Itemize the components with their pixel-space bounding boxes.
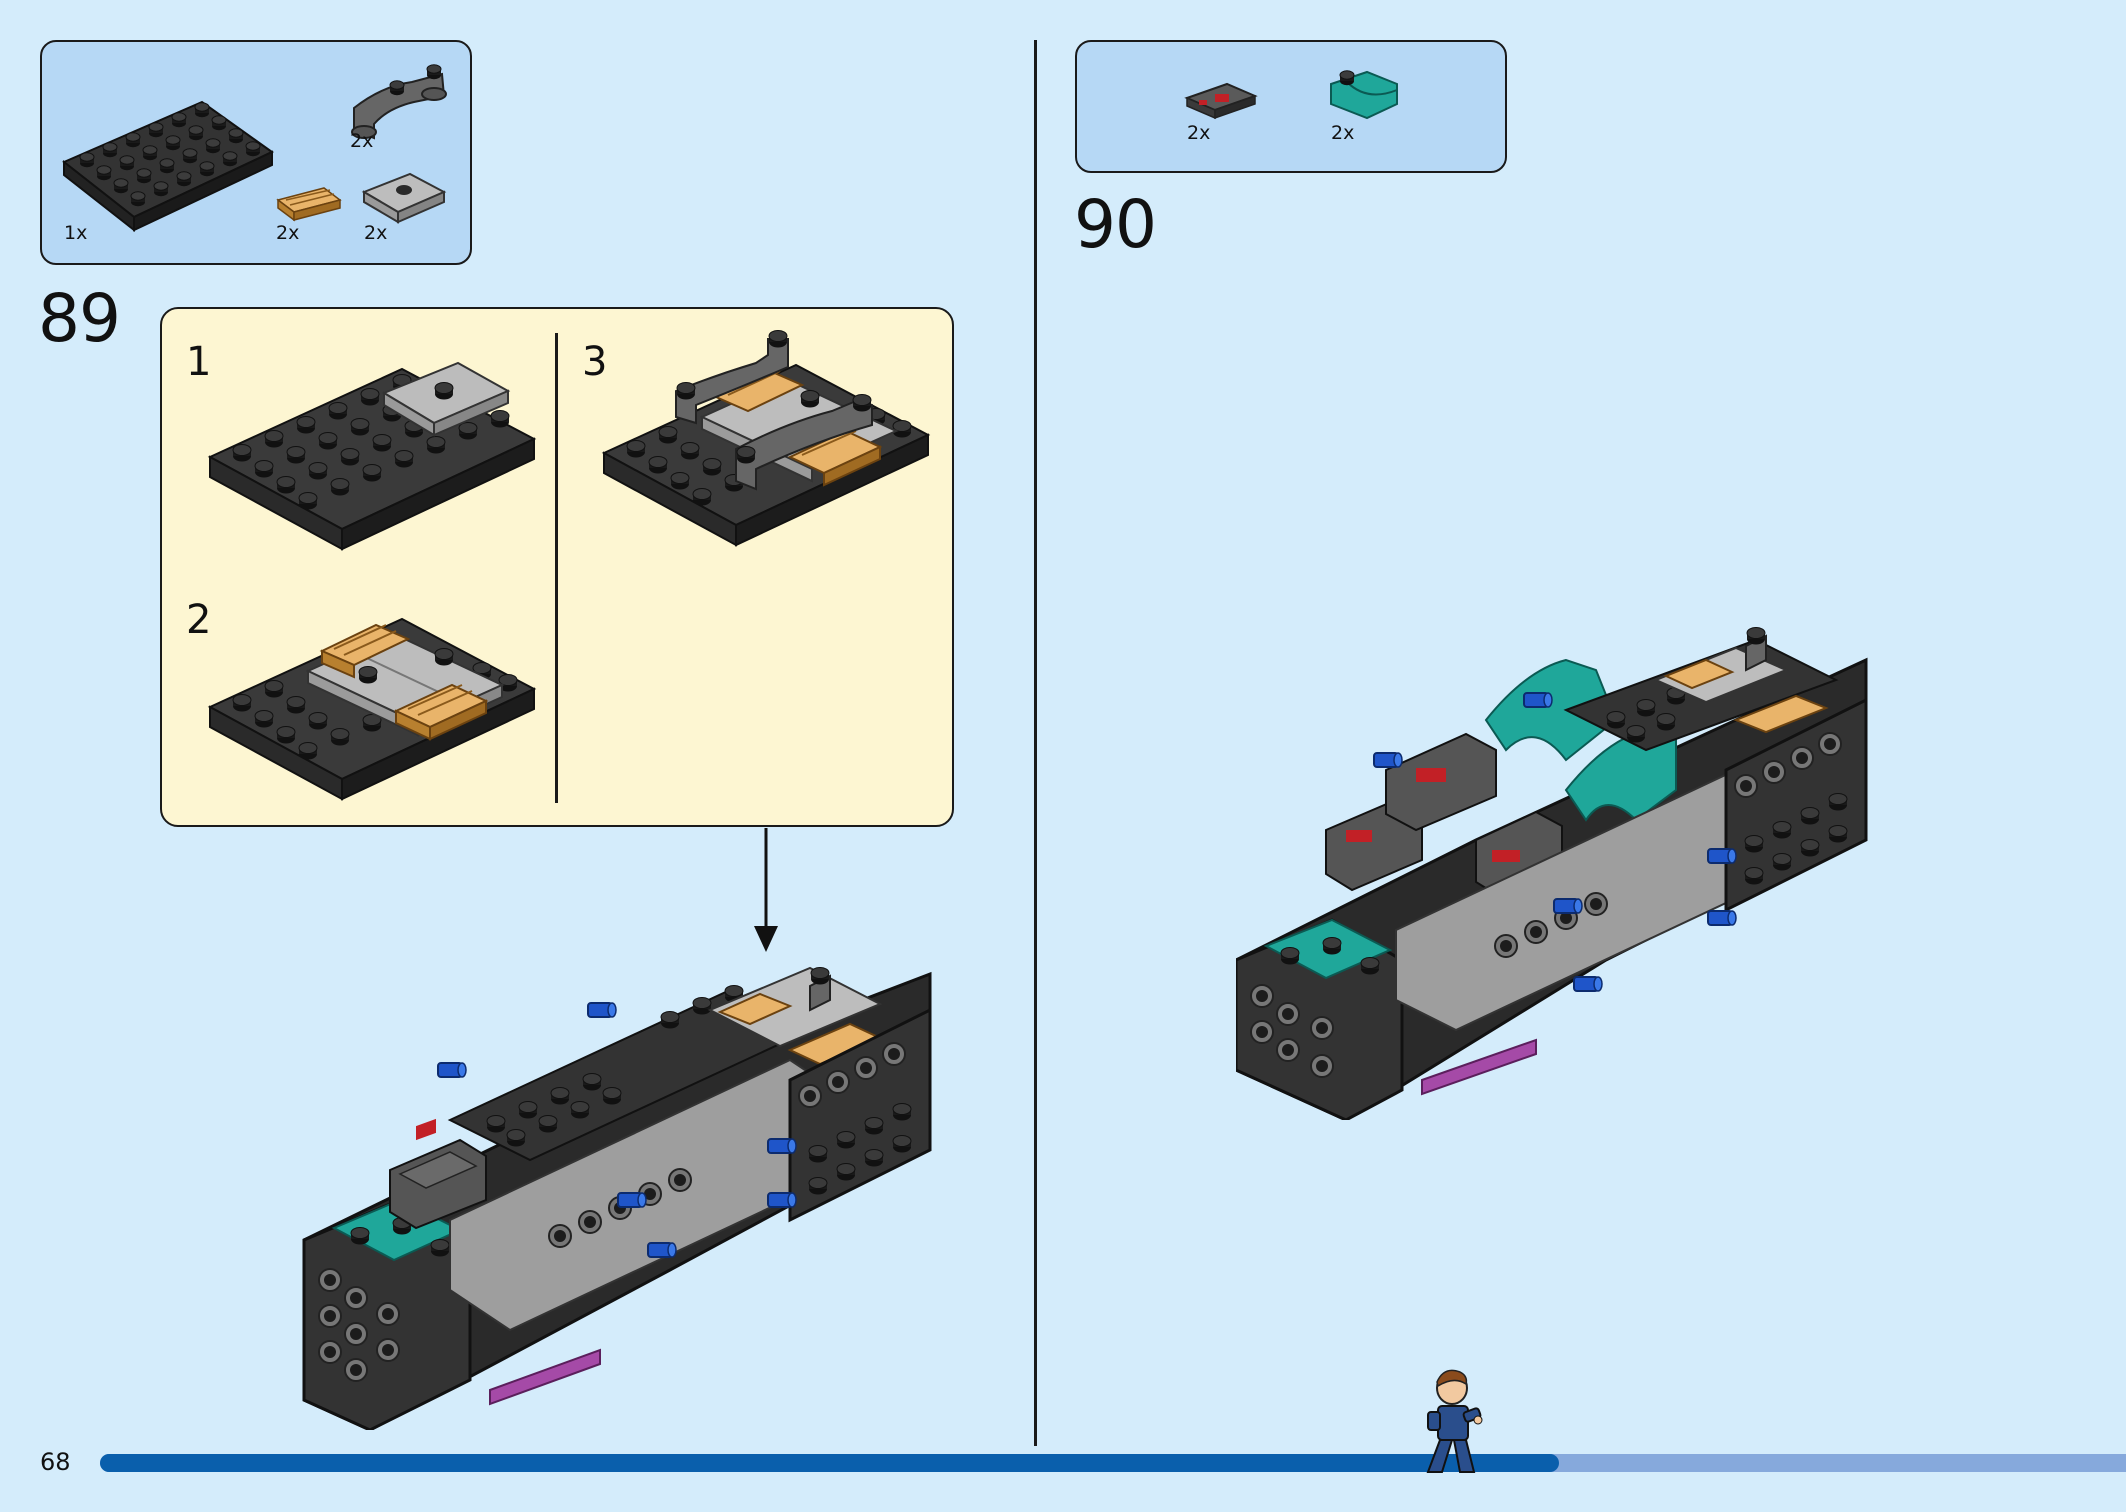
substep-label: 1 bbox=[186, 339, 212, 385]
substep-1-model bbox=[207, 361, 537, 551]
substep-label: 2 bbox=[186, 597, 212, 643]
substep-divider bbox=[555, 333, 558, 803]
step-89-assembled-model bbox=[302, 966, 932, 1430]
placement-arrow bbox=[754, 828, 778, 952]
arch-bracket-icon bbox=[351, 64, 447, 140]
part-qty: 2x bbox=[1331, 122, 1355, 144]
part-qty: 1x bbox=[64, 222, 88, 244]
parts-list-step-90: 2x 2x bbox=[1075, 40, 1507, 173]
parts-illustrations bbox=[1184, 70, 1398, 120]
substep-3-model bbox=[601, 330, 931, 547]
substep-illustrations bbox=[207, 330, 931, 801]
part-qty: 2x bbox=[1187, 122, 1211, 144]
part-qty: 2x bbox=[364, 222, 388, 244]
step-number: 89 bbox=[38, 280, 121, 357]
parts-illustrations bbox=[62, 64, 447, 233]
page-divider bbox=[1034, 40, 1037, 1446]
jumper-plate-icon bbox=[361, 172, 447, 224]
minifigure-progress-marker bbox=[1426, 1369, 1483, 1473]
teal-slope-icon bbox=[1330, 70, 1398, 120]
control-tile-icon bbox=[1184, 82, 1258, 120]
part-qty: 2x bbox=[350, 130, 374, 152]
substep-label: 3 bbox=[582, 339, 608, 385]
substep-2-model bbox=[207, 617, 537, 801]
progress-fill bbox=[100, 1454, 1559, 1472]
parts-list-step-89: 1x 2x 2x 2x bbox=[40, 40, 472, 265]
black-plate-icon bbox=[62, 100, 274, 233]
step-90-assembled-model bbox=[1236, 627, 1868, 1120]
page-number: 68 bbox=[40, 1448, 71, 1476]
step-number: 90 bbox=[1074, 186, 1157, 263]
part-qty: 2x bbox=[276, 222, 300, 244]
substep-callout: 1 2 3 bbox=[160, 307, 954, 827]
grille-tile-icon bbox=[276, 187, 342, 222]
instruction-progress-bar bbox=[100, 1454, 2126, 1472]
